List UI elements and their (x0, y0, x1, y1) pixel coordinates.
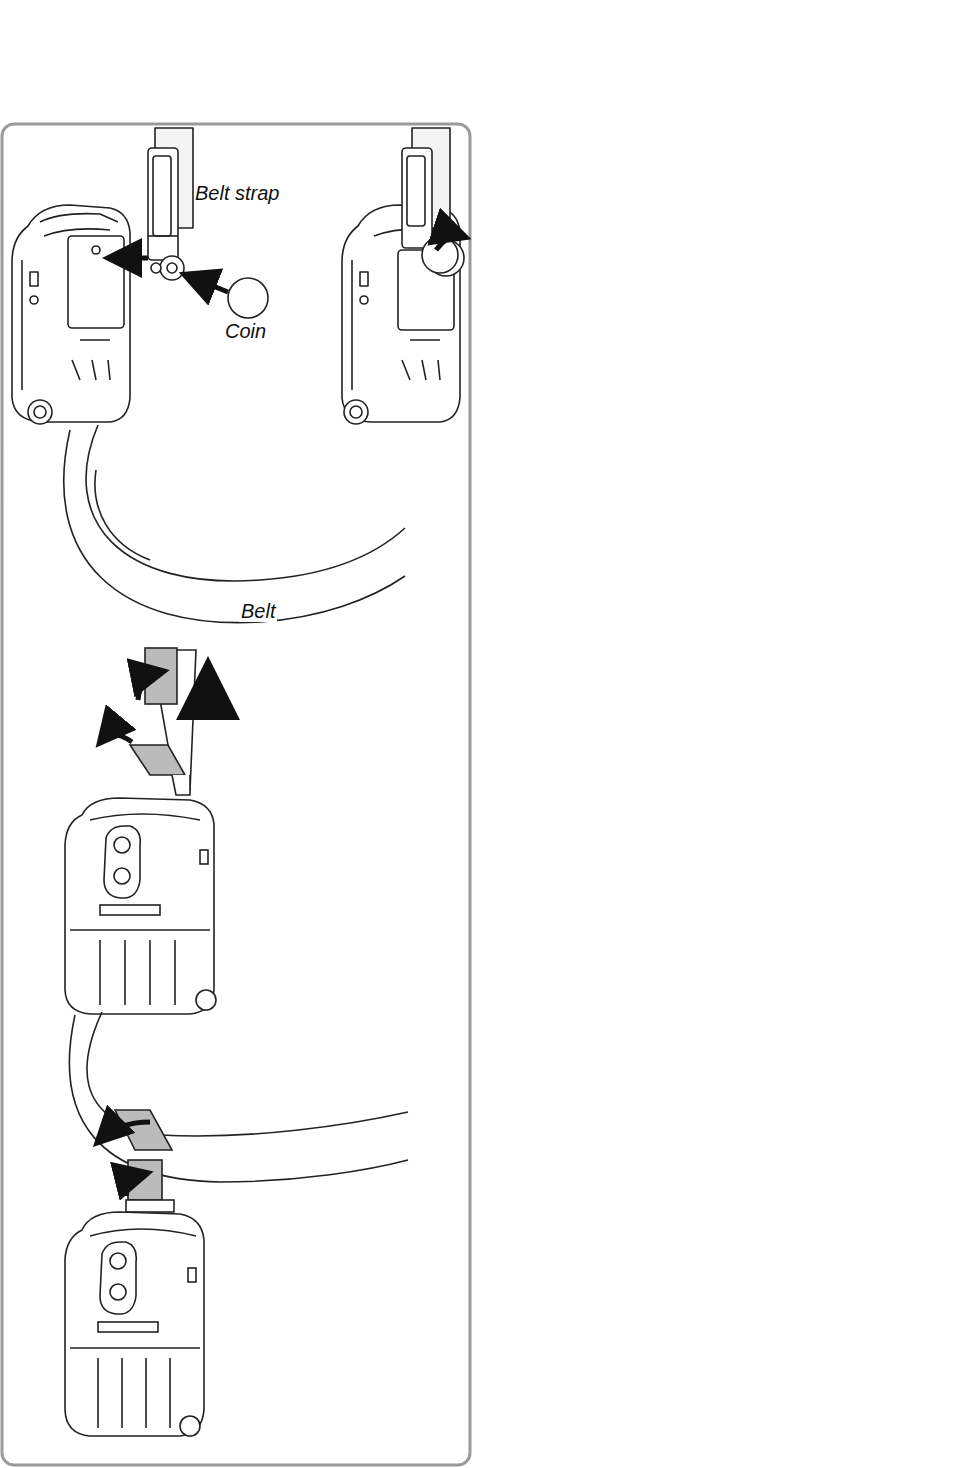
part-label: Belt strap (193, 182, 281, 204)
part-label: Belt (239, 600, 277, 622)
belt-strap-clip (148, 128, 193, 280)
printer-back-view (12, 205, 130, 424)
coin (228, 278, 268, 318)
part-label: Coin (223, 320, 268, 342)
belt (64, 425, 405, 623)
strap-and-printer (65, 1110, 204, 1436)
panel-border (2, 124, 470, 1465)
strap-and-printer (65, 648, 216, 1014)
printer-back-view (342, 128, 464, 424)
belt (69, 1012, 408, 1182)
